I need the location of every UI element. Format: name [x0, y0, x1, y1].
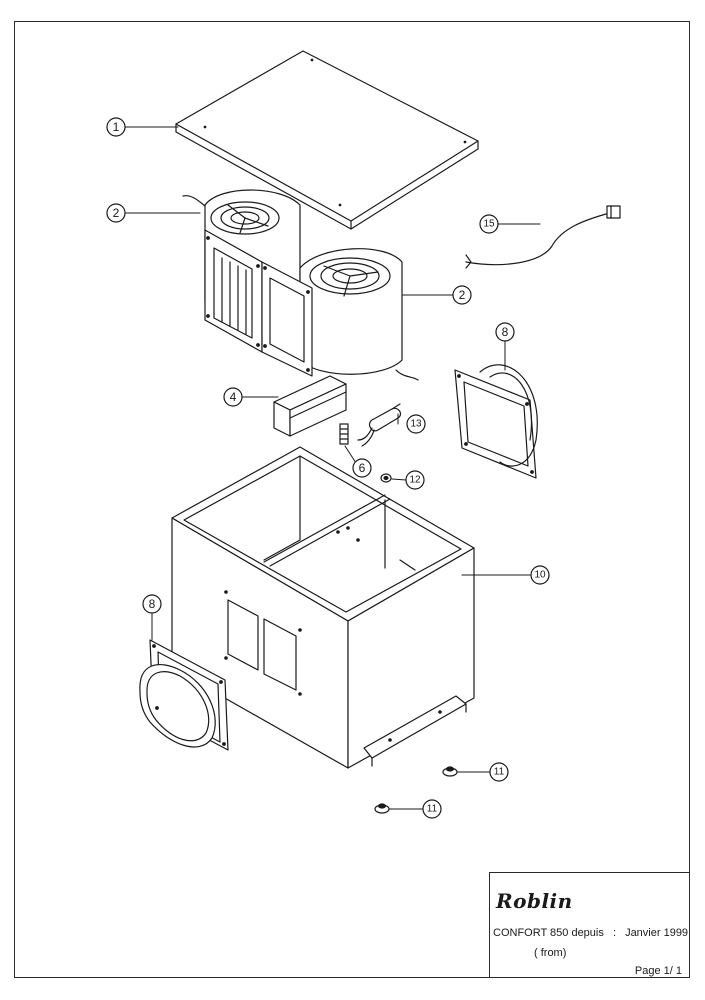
- part-13-capacitor: [357, 403, 402, 447]
- part-6-terminal-block: [339, 423, 349, 445]
- callout-label-12: 12: [409, 475, 421, 486]
- part-11-foot-a: [442, 766, 458, 777]
- page-number: Page 1/ 1: [634, 965, 682, 977]
- from-label: ( from): [534, 947, 567, 959]
- model-date: Janvier 1999: [625, 927, 689, 939]
- part-4-bracket: [273, 375, 347, 437]
- callout-label-8b: 8: [149, 597, 156, 611]
- callout-label-15: 15: [483, 219, 495, 230]
- callout-label-6: 6: [359, 461, 366, 475]
- separator: :: [612, 927, 616, 939]
- part-8-flange-left: [139, 639, 229, 751]
- callout-label-2a: 2: [113, 206, 120, 220]
- leader-lines: [124, 126, 541, 810]
- callout-circles: [106, 117, 550, 819]
- model-line: CONFORT 850 depuis : Janvier 1999: [493, 927, 688, 939]
- part-10-housing: [171, 446, 475, 769]
- part-8-flange-right: [454, 364, 538, 479]
- callout-label-4: 4: [230, 390, 237, 404]
- callout-label-2b: 2: [459, 288, 466, 302]
- callout-label-13: 13: [410, 419, 422, 430]
- part-2-blower-right: [261, 248, 419, 381]
- part-15-cable: [465, 205, 621, 269]
- callout-label-8a: 8: [502, 325, 509, 339]
- title-block: Roblin CONFORT 850 depuis : Janvier 1999…: [489, 872, 690, 978]
- callout-label-1: 1: [113, 120, 120, 134]
- part-11-foot-b: [374, 803, 390, 814]
- brand-logo: Roblin: [496, 889, 573, 913]
- callout-label-10: 10: [534, 570, 546, 581]
- callout-label-11b: 11: [427, 804, 438, 815]
- drawing-sheet-border: [14, 21, 690, 978]
- callout-label-11a: 11: [494, 767, 505, 778]
- part-12-grommet: [380, 473, 392, 483]
- part-1-top-panel: [175, 50, 479, 230]
- model-name: CONFORT 850 depuis: [493, 927, 604, 939]
